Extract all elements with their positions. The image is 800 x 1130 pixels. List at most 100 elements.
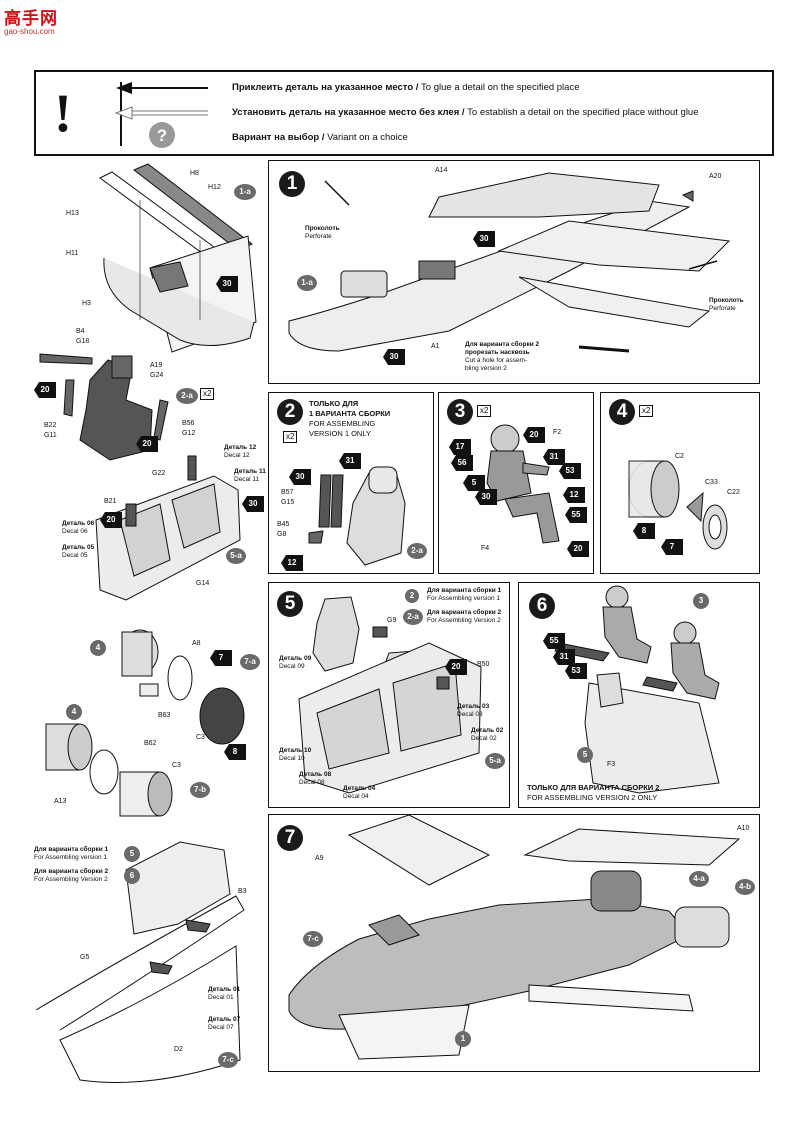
step-3-panel: 3 x2 F2 F4 17 56 5 30 20 31 53 12 55 20 <box>438 392 594 574</box>
quantity-x2: x2 <box>283 431 298 443</box>
badge-7c: 7-c <box>303 931 323 947</box>
part-f3: F3 <box>607 761 616 768</box>
paint-marker: 20 <box>567 541 589 557</box>
part-g24: G24 <box>150 372 164 379</box>
paint-marker: 55 <box>565 507 587 523</box>
step-4-panel: 4 x2 C2 C33 C22 8 7 <box>600 392 760 574</box>
part-b22: B22 <box>44 422 57 429</box>
part-b45: B45 <box>277 521 290 528</box>
paint-marker: 30 <box>473 231 495 247</box>
legend-icons: ? <box>114 82 208 148</box>
watermark-url: gao-shou.com <box>4 27 55 36</box>
step-4-number: 4 <box>609 399 635 425</box>
step-2-number: 2 <box>277 399 303 425</box>
badge-7b: 7-b <box>190 782 210 798</box>
quantity-x2: x2 <box>477 405 492 417</box>
part-h13: H13 <box>66 210 79 217</box>
circle-4: 4 <box>66 704 82 720</box>
paint-marker: 20 <box>136 436 158 452</box>
paint-marker: 56 <box>451 455 473 471</box>
part-g11: G11 <box>44 432 57 439</box>
step-6-drawing <box>554 585 720 794</box>
part-f2: F2 <box>553 429 562 436</box>
paint-marker: 20 <box>445 659 467 675</box>
paint-marker: 53 <box>565 663 587 679</box>
paint-marker: 30 <box>242 496 264 512</box>
outline-arrow-icon <box>114 106 208 120</box>
legend-row-glue: Приклеить деталь на указанное место / To… <box>232 82 580 93</box>
badge-7c: 7-c <box>218 1052 238 1068</box>
step-5-number: 5 <box>277 591 303 617</box>
part-g12: G12 <box>182 430 196 437</box>
watermark-brand: 高手网 <box>4 9 58 28</box>
paint-marker: 31 <box>553 649 575 665</box>
quantity-x2: x2 <box>200 388 215 400</box>
part-a10: A10 <box>737 825 750 832</box>
part-c22: C22 <box>727 489 740 496</box>
paint-marker: 7 <box>661 539 683 555</box>
step-1-number: 1 <box>279 171 305 197</box>
part-f4: F4 <box>481 545 490 552</box>
part-g9: G9 <box>387 617 397 624</box>
part-h3: H3 <box>82 300 91 307</box>
paint-marker: 30 <box>216 276 238 292</box>
part-b56: B56 <box>182 420 195 427</box>
badge-2a: 2-a <box>407 543 427 559</box>
badge-7a: 7-a <box>240 654 260 670</box>
part-b63: B63 <box>158 712 171 719</box>
paint-marker: 30 <box>475 489 497 505</box>
part-d2: D2 <box>174 1046 183 1053</box>
svg-text:?: ? <box>157 126 167 145</box>
part-c3: C3 <box>172 762 181 769</box>
paint-marker: 20 <box>34 382 56 398</box>
step-7-panel: 7 A9 A10 4-a 4-b 7-c 1 <box>268 814 760 1072</box>
paint-marker: 30 <box>289 469 311 485</box>
badge-2a: 2-a <box>403 609 423 625</box>
badge-1a: 1-a <box>234 184 256 200</box>
paint-marker: 5 <box>463 475 485 491</box>
badge-2a: 2-a <box>176 388 198 404</box>
paint-marker: 17 <box>449 439 471 455</box>
watermark-logo: 高手网 gao-shou.com <box>4 4 74 38</box>
paint-marker: 31 <box>543 449 565 465</box>
exclamation-icon: ! <box>54 83 72 143</box>
step-5-drawing <box>298 596 482 794</box>
part-h12: H12 <box>208 184 221 191</box>
circle-4: 4 <box>90 640 106 656</box>
part-a20: A20 <box>709 173 722 180</box>
paint-marker: 53 <box>559 463 581 479</box>
quantity-x2: x2 <box>639 405 654 417</box>
part-b57: B57 <box>281 489 294 496</box>
question-icon: ? <box>149 122 175 148</box>
paint-marker: 20 <box>100 512 122 528</box>
paint-marker: 12 <box>563 487 585 503</box>
part-g22: G22 <box>152 470 166 477</box>
badge-5a: 5-a <box>485 753 505 769</box>
circle-2: 2 <box>405 589 419 603</box>
part-b62: B62 <box>144 740 157 747</box>
paint-marker: 8 <box>633 523 655 539</box>
